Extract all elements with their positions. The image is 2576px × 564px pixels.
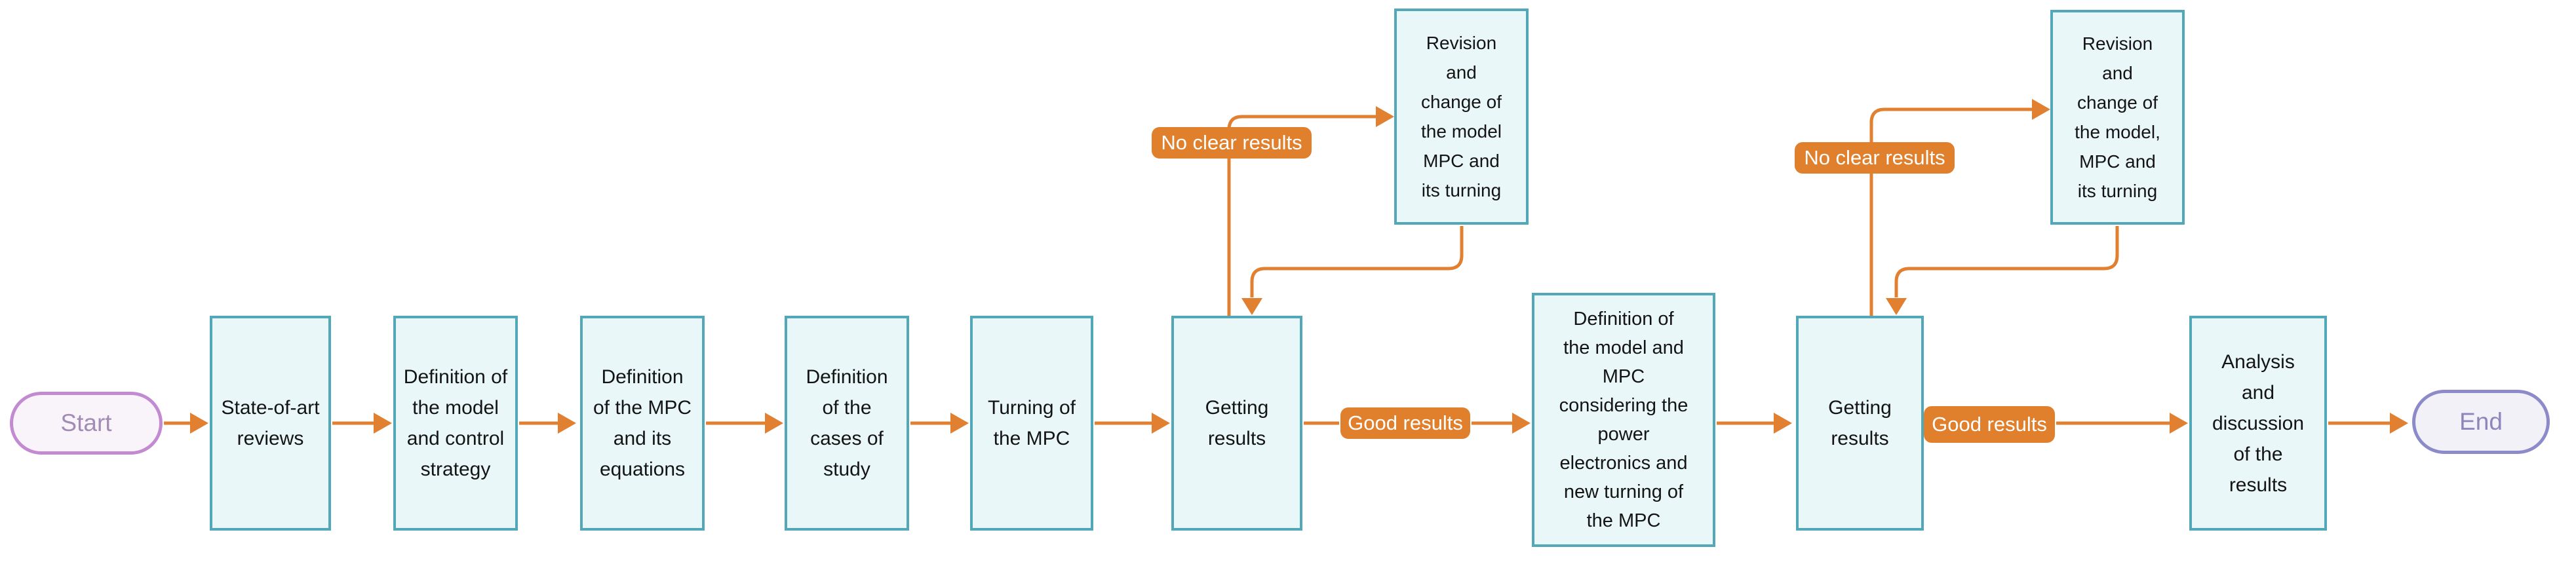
box-turning-mpc: Turning of the MPC	[970, 316, 1093, 531]
box-getting-results-2: Getting results	[1796, 316, 1924, 531]
box-state-of-art-reviews: State-of-art reviews	[210, 316, 331, 531]
end-node: End	[2412, 390, 2550, 454]
feedback-loop-2	[1869, 99, 2119, 316]
box-getting-results-1: Getting results	[1171, 316, 1302, 531]
start-label: Start	[60, 409, 112, 436]
label-no-clear-results-2: No clear results	[1795, 142, 1955, 174]
box-revision-1: Revision and change of the model MPC and…	[1394, 9, 1529, 225]
box-definition-mpc-equations: Definition of the MPC and its equations	[580, 316, 705, 531]
label-no-clear-results-1: No clear results	[1152, 127, 1312, 159]
box-definition-cases-study: Definition of the cases of study	[785, 316, 909, 531]
box-revision-2: Revision and change of the model, MPC an…	[2050, 10, 2185, 225]
label-good-results-1: Good results	[1340, 407, 1470, 439]
end-label: End	[2459, 408, 2503, 435]
main-flow-arrows	[164, 413, 2408, 434]
box-definition-model-power-electronics: Definition of the model and MPC consider…	[1532, 293, 1715, 547]
start-node: Start	[10, 392, 163, 455]
box-analysis-discussion: Analysis and discussion of the results	[2189, 316, 2327, 531]
box-definition-model-control: Definition of the model and control stra…	[393, 316, 518, 531]
label-good-results-2: Good results	[1924, 406, 2055, 443]
